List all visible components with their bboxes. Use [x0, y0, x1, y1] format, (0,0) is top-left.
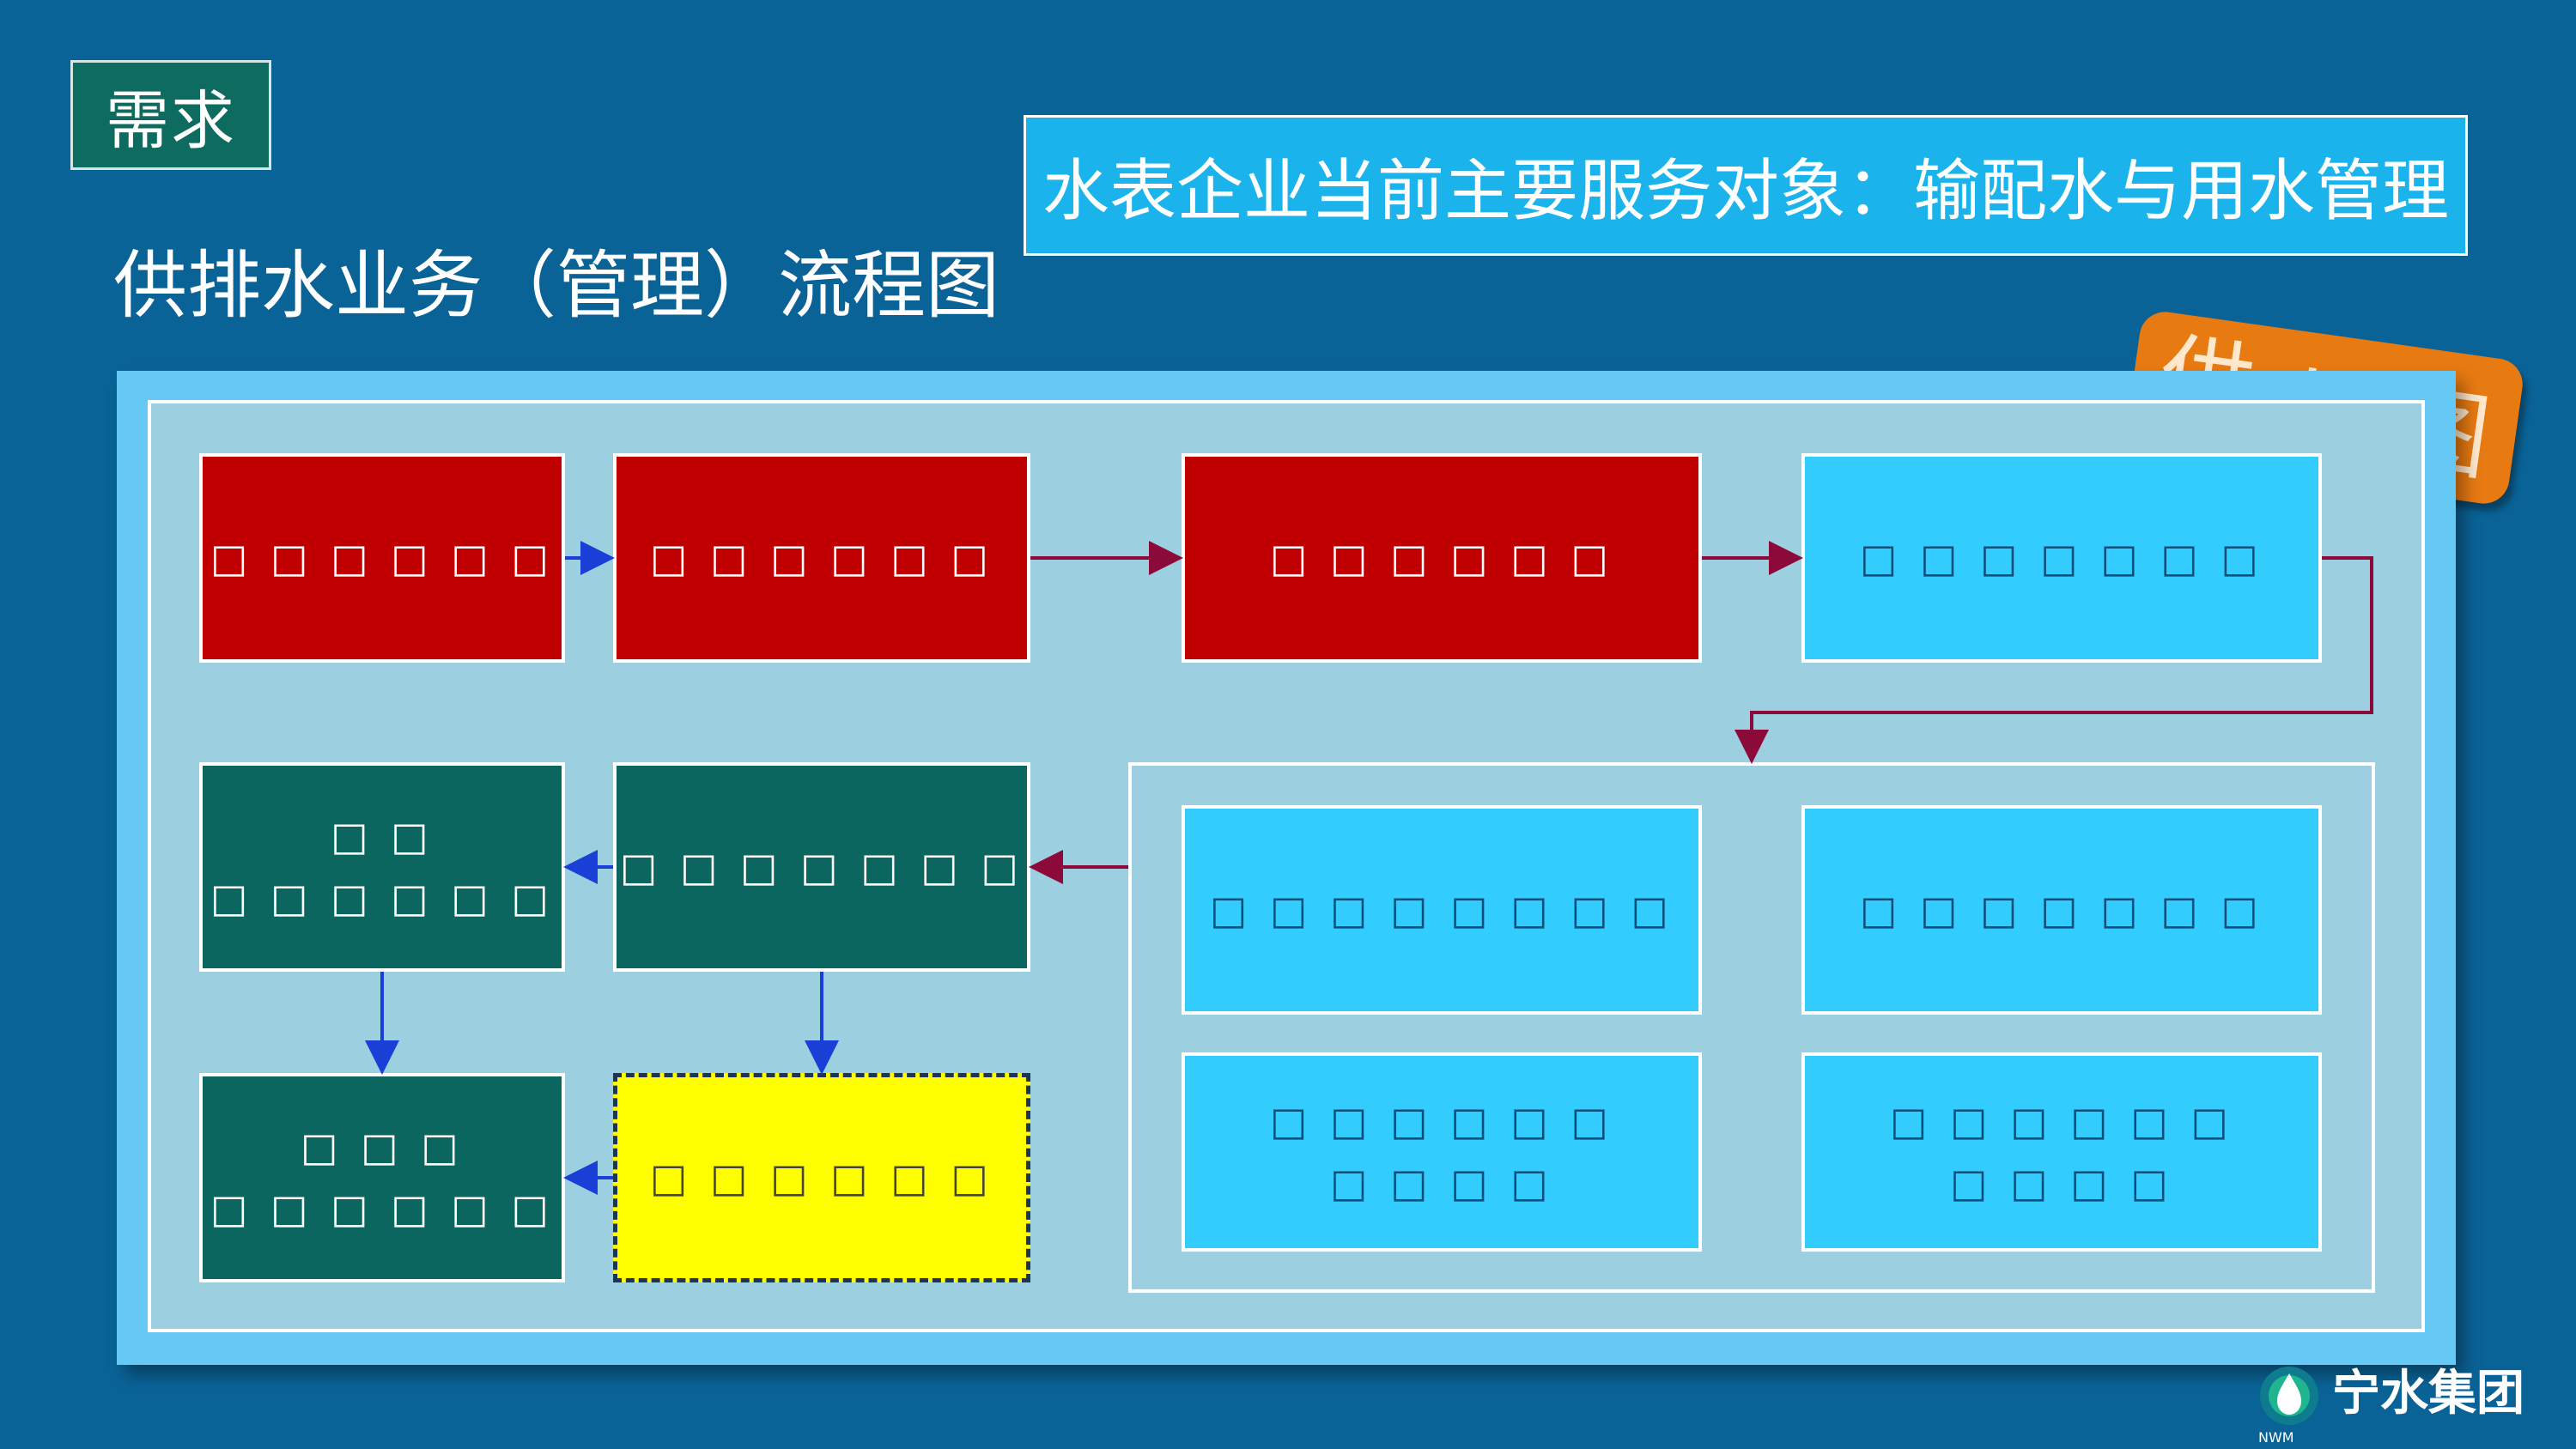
flow-node-2: □ □ □ □ □ □	[613, 453, 1030, 663]
flow-node-yellow: □ □ □ □ □ □	[613, 1073, 1030, 1282]
group-node-3: □ □ □ □ □ □ □ □ □ □	[1182, 1052, 1702, 1252]
company-logo: NWM 宁水集团	[2257, 1361, 2545, 1446]
flow-node-3: □ □ □ □ □ □	[1182, 453, 1702, 663]
arrow-n4-group	[1735, 556, 2373, 764]
page-title: 供排水业务（管理）流程图	[113, 243, 999, 329]
group-node-1: □ □ □ □ □ □ □ □	[1182, 805, 1702, 1015]
logo-name: 宁水集团	[2332, 1366, 2524, 1422]
flow-node-teal-3: □ □ □ □ □ □ □ □ □	[199, 1073, 565, 1282]
logo-latin-text: NWM	[2258, 1429, 2294, 1444]
water-drop-logo-icon: NWM	[2258, 1367, 2318, 1446]
flow-node-4: □ □ □ □ □ □ □	[1801, 453, 2322, 663]
flow-node-teal-1: □ □ □ □ □ □ □	[613, 762, 1030, 972]
demand-tag: 需求	[70, 60, 271, 170]
group-node-2: □ □ □ □ □ □ □	[1801, 805, 2322, 1015]
service-target-banner: 水表企业当前主要服务对象：输配水与用水管理	[1024, 115, 2468, 256]
flow-node-1: □ □ □ □ □ □	[199, 453, 565, 663]
process-group-frame	[1128, 762, 2375, 1293]
group-node-4: □ □ □ □ □ □ □ □ □ □	[1801, 1052, 2322, 1252]
